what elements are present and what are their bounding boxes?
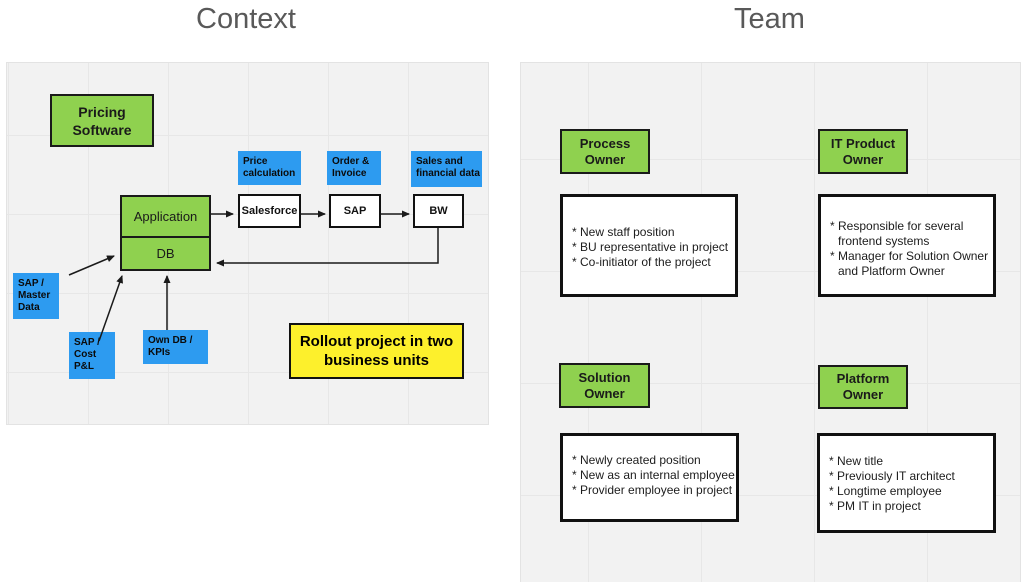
note-line: * New as an internal employee xyxy=(572,468,735,482)
order-invoice-box[interactable]: Order & Invoice xyxy=(327,151,381,185)
note-line: * Previously IT architect xyxy=(829,469,955,483)
note-line: * Responsible for several xyxy=(830,219,964,233)
sap-cost-pl-box[interactable]: SAP / Cost P&L xyxy=(69,332,115,379)
it-product-owner-notes[interactable]: * Responsible for several frontend syste… xyxy=(818,194,996,297)
platform-owner-notes[interactable]: * New title * Previously IT architect * … xyxy=(817,433,996,533)
solution-owner-notes[interactable]: * Newly created position * New as an int… xyxy=(560,433,739,522)
db-box[interactable]: DB xyxy=(156,246,175,261)
note-line: and Platform Owner xyxy=(838,264,945,278)
note-line: * Newly created position xyxy=(572,453,701,467)
note-line: * New staff position xyxy=(572,225,675,239)
pricing-software-box[interactable]: Pricing Software xyxy=(50,94,154,147)
note-line: * New title xyxy=(829,454,884,468)
sales-financial-data-box[interactable]: Sales and financial data xyxy=(411,151,482,187)
bw-box[interactable]: BW xyxy=(413,194,464,228)
salesforce-box[interactable]: Salesforce xyxy=(238,194,301,228)
application-db-stack[interactable]: Application DB xyxy=(120,195,211,271)
it-product-owner-box[interactable]: IT Product Owner xyxy=(818,129,908,174)
note-line: * Co-initiator of the project xyxy=(572,255,711,269)
frame-title-context[interactable]: Context xyxy=(196,3,296,35)
process-owner-box[interactable]: Process Owner xyxy=(560,129,650,174)
solution-owner-box[interactable]: Solution Owner xyxy=(559,363,650,408)
platform-owner-box[interactable]: Platform Owner xyxy=(818,365,908,409)
sap-master-data-box[interactable]: SAP / Master Data xyxy=(13,273,59,319)
connector-sap-cost-db[interactable] xyxy=(98,275,123,342)
connector-bw-db-return[interactable] xyxy=(216,228,439,267)
application-box[interactable]: Application xyxy=(122,197,209,238)
note-line: * Provider employee in project xyxy=(572,483,733,497)
note-line: * Longtime employee xyxy=(829,484,942,498)
connector-layer xyxy=(68,210,439,342)
note-line: frontend systems xyxy=(838,234,930,248)
price-calculation-box[interactable]: Price calculation xyxy=(238,151,301,185)
connector-sap-master-db[interactable] xyxy=(68,255,115,276)
own-db-kpis-box[interactable]: Own DB / KPIs xyxy=(143,330,208,364)
context-frame: Pricing Software Application DB Price ca… xyxy=(6,62,489,425)
note-line: * Manager for Solution Owner xyxy=(830,249,989,263)
sap-box[interactable]: SAP xyxy=(329,194,381,228)
note-line: * PM IT in project xyxy=(829,499,921,513)
process-owner-notes[interactable]: * New staff position * BU representative… xyxy=(560,194,738,297)
frame-title-team[interactable]: Team xyxy=(734,3,805,35)
team-frame: Process Owner IT Product Owner Solution … xyxy=(520,62,1021,582)
rollout-note-box[interactable]: Rollout project in two business units xyxy=(289,323,464,379)
note-line: * BU representative in project xyxy=(572,240,729,254)
